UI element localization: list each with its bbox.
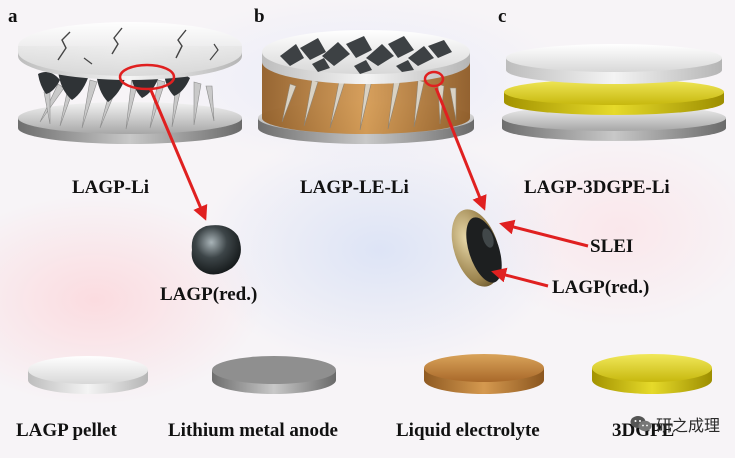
callout-arrow-core: [491, 267, 549, 288]
3dgpe-layer: [504, 79, 724, 115]
cell-title-lagp-3dgpe-li: LAGP-3DGPE-Li: [524, 177, 670, 198]
panel-letter-b: b: [254, 6, 265, 27]
watermark-text: 研之成理: [656, 416, 721, 435]
lagp-pellet-disk: [18, 22, 242, 80]
panel-c-cell: [502, 44, 726, 141]
panel-b-cell: [258, 30, 474, 144]
legend-label-lagp-pellet: LAGP pellet: [16, 420, 117, 441]
legend-disk-liquid: [424, 354, 544, 394]
lagp-pellet-disk: [506, 44, 722, 84]
panel-letter-a: a: [8, 6, 18, 27]
legend-disk-lagp-pellet: [28, 356, 148, 394]
highlight-ring-a: [118, 63, 176, 91]
legend-disk-lithium: [212, 356, 336, 394]
lithium-anode-disk: [18, 102, 242, 144]
lagp-pellet-disk: [262, 30, 470, 84]
panel-letter-c: c: [498, 6, 507, 27]
callout-arrow-a: [148, 87, 208, 221]
wechat-icon: [630, 416, 652, 432]
legend-label-lithium: Lithium metal anode: [168, 420, 338, 441]
dendrite-spikes: [281, 75, 457, 131]
reduced-lagp-particle: [191, 225, 241, 275]
callout-label-a-reduced: LAGP(red.): [160, 284, 258, 305]
watermark: 研之成理: [630, 412, 720, 436]
callout-arrow-b: [434, 87, 487, 211]
cell-title-lagp-li: LAGP-Li: [72, 177, 150, 198]
panel-a-cell: [18, 22, 242, 144]
legend-disk-3dgpe: [592, 354, 712, 394]
callout-label-slei: SLEI: [590, 236, 634, 257]
cell-title-lagp-le-li: LAGP-LE-Li: [300, 177, 409, 198]
callout-label-b-reduced: LAGP(red.): [552, 277, 650, 298]
legend-label-liquid: Liquid electrolyte: [396, 420, 540, 441]
highlight-ring-b: [423, 70, 445, 88]
callout-arrow-slei: [499, 219, 589, 248]
core-shell-particle: [451, 209, 502, 287]
